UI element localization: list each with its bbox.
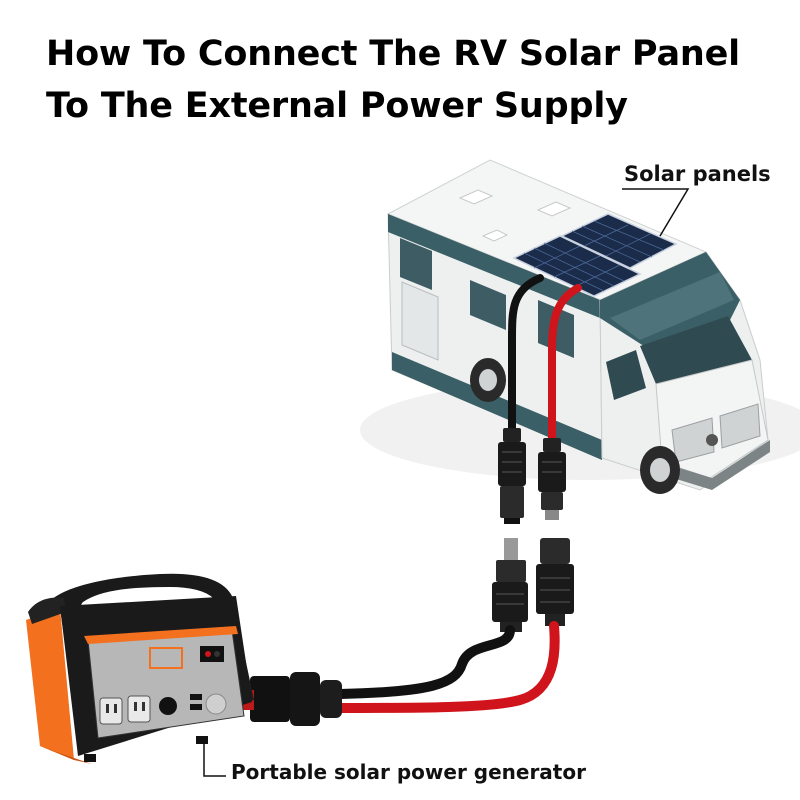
mc4-connector-lower-positive-icon — [536, 538, 574, 626]
generator-input-plug-icon — [238, 672, 342, 726]
page-title: How To Connect The RV Solar Panel To The… — [46, 28, 786, 132]
solar-panel-array-icon — [512, 213, 678, 297]
mc4-connector-lower-negative-icon — [492, 538, 528, 632]
mc4-connector-upper-negative-icon — [498, 428, 526, 524]
solar-panels-label: Solar panels — [624, 162, 771, 186]
upper-cables — [508, 274, 582, 444]
solar-label-leader-line — [622, 188, 690, 237]
generator-label: Portable solar power generator — [231, 760, 586, 784]
title-line-2: To The External Power Supply — [46, 86, 628, 126]
title-line-1: How To Connect The RV Solar Panel — [46, 34, 740, 74]
lower-cables — [335, 621, 560, 713]
generator-label-leader-line — [203, 744, 226, 777]
portable-power-station-icon — [26, 573, 254, 764]
mc4-connector-upper-positive-icon — [538, 438, 566, 520]
rv-motorhome-icon — [360, 159, 800, 494]
